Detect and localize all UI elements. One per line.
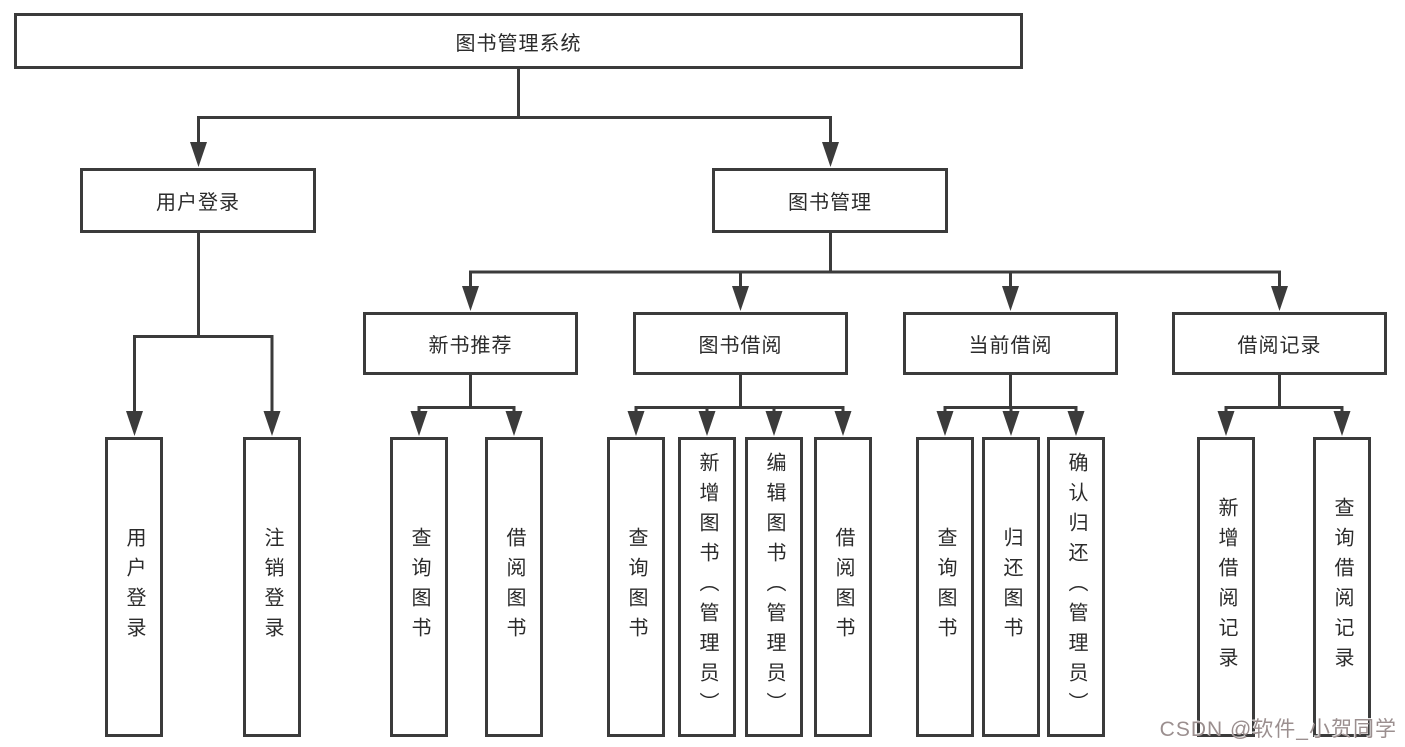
leaf-user-login: 用户登录 bbox=[105, 437, 163, 737]
leaf-logout: 注销登录 bbox=[243, 437, 301, 737]
node-new-book-recommend-label: 新书推荐 bbox=[428, 335, 513, 357]
leaf-borrow-books: 借阅图书 bbox=[814, 437, 872, 737]
node-borrow-records-label: 借阅记录 bbox=[1237, 335, 1322, 357]
node-book-borrow: 图书借阅 bbox=[633, 312, 848, 375]
leaf-add-borrow-record: 新增借阅记录 bbox=[1197, 437, 1255, 737]
leaf-query-borrow-record: 查询借阅记录 bbox=[1313, 437, 1371, 737]
leaf-borrow-books-label: 借阅图书 bbox=[832, 527, 854, 647]
node-current-borrow-label: 当前借阅 bbox=[968, 335, 1053, 357]
node-book-management-label: 图书管理 bbox=[788, 192, 872, 214]
leaf-user-login-label: 用户登录 bbox=[123, 527, 145, 647]
arrowheads-level3 bbox=[462, 286, 1288, 311]
node-root-system: 图书管理系统 bbox=[14, 13, 1023, 69]
leaf-return-books-label: 归还图书 bbox=[1000, 527, 1022, 647]
leaf-edit-books-admin: 编辑图书（管理员） bbox=[745, 437, 803, 737]
leaf-add-books-admin-label: 新增图书（管理员） bbox=[696, 452, 718, 722]
node-user-login-label: 用户登录 bbox=[156, 192, 240, 214]
arrowheads-book-borrow-leaves bbox=[627, 411, 852, 436]
connector-book-borrow-to-leaves bbox=[634, 375, 845, 418]
arrowheads-level2 bbox=[190, 142, 839, 167]
arrowheads-user-login-leaves bbox=[126, 411, 281, 436]
leaf-query-books-current-label: 查询图书 bbox=[934, 527, 956, 647]
leaf-query-borrow-record-label: 查询借阅记录 bbox=[1331, 497, 1353, 677]
leaf-confirm-return-admin-label: 确认归还（管理员） bbox=[1065, 452, 1087, 722]
leaf-add-books-admin: 新增图书（管理员） bbox=[678, 437, 736, 737]
connector-new-books-to-leaves bbox=[417, 375, 516, 418]
node-user-login: 用户登录 bbox=[80, 168, 316, 233]
leaf-query-books-recommend-label: 查询图书 bbox=[408, 527, 430, 647]
node-borrow-records: 借阅记录 bbox=[1172, 312, 1387, 375]
leaf-borrow-books-recommend-label: 借阅图书 bbox=[503, 527, 525, 647]
arrowheads-current-borrow-leaves bbox=[936, 411, 1085, 436]
node-root-system-label: 图书管理系统 bbox=[455, 32, 582, 55]
node-book-management: 图书管理 bbox=[712, 168, 948, 233]
leaf-query-books-recommend: 查询图书 bbox=[390, 437, 448, 737]
connector-book-management-to-level3 bbox=[469, 233, 1281, 293]
connector-root-to-level2 bbox=[197, 69, 832, 150]
leaf-query-books-borrow: 查询图书 bbox=[607, 437, 665, 737]
node-new-book-recommend: 新书推荐 bbox=[363, 312, 578, 375]
connector-user-login-to-leaves bbox=[133, 233, 274, 418]
leaf-query-books-borrow-label: 查询图书 bbox=[625, 527, 647, 647]
arrowheads-new-books-leaves bbox=[410, 411, 523, 436]
leaf-query-books-current: 查询图书 bbox=[916, 437, 974, 737]
leaf-edit-books-admin-label: 编辑图书（管理员） bbox=[763, 452, 785, 722]
leaf-return-books: 归还图书 bbox=[982, 437, 1040, 737]
csdn-watermark: CSDN @软件_小贺同学 bbox=[1159, 718, 1397, 741]
connector-borrow-records-to-leaves bbox=[1224, 375, 1344, 418]
arrowheads-borrow-records-leaves bbox=[1217, 411, 1351, 436]
leaf-borrow-books-recommend: 借阅图书 bbox=[485, 437, 543, 737]
leaf-confirm-return-admin: 确认归还（管理员） bbox=[1047, 437, 1105, 737]
node-book-borrow-label: 图书借阅 bbox=[698, 335, 783, 357]
node-current-borrow: 当前借阅 bbox=[903, 312, 1118, 375]
leaf-add-borrow-record-label: 新增借阅记录 bbox=[1215, 497, 1237, 677]
leaf-logout-label: 注销登录 bbox=[261, 527, 283, 647]
